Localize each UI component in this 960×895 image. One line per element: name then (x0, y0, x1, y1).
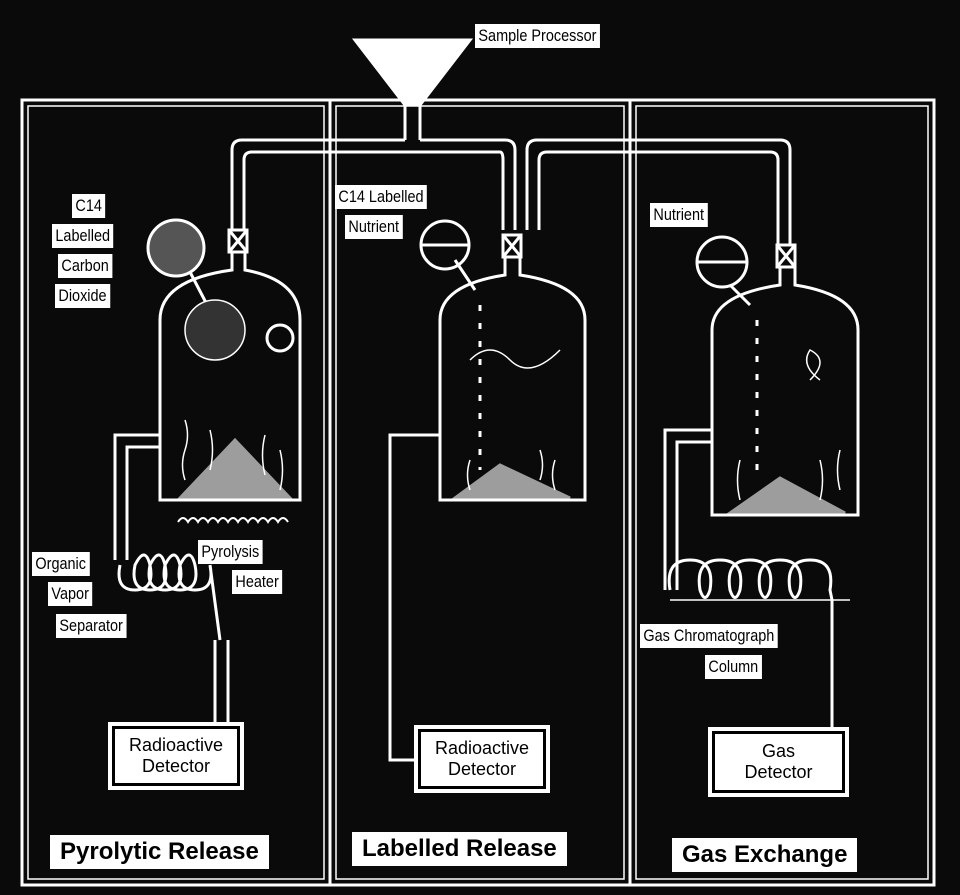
valve (501, 233, 523, 259)
labelled-label: Labelled (52, 224, 114, 248)
outer-frame (20, 98, 936, 887)
dioxide-label: Dioxide (55, 284, 110, 308)
pyrolysis-label: Pyrolysis (198, 540, 263, 564)
co2-bulb (146, 218, 206, 278)
detector-text: Radioactive (128, 735, 224, 755)
valve (775, 243, 797, 269)
gas-chromatograph-label: Gas Chromatograph (640, 624, 778, 648)
carbon-label: Carbon (58, 254, 113, 278)
soil-sample (450, 463, 571, 500)
heater-coil (177, 517, 289, 524)
gas-exchange-chamber (710, 267, 860, 517)
gas-detector: Gas Detector (708, 727, 849, 797)
nutrient-label: Nutrient (345, 215, 403, 239)
valve (227, 228, 249, 254)
radioactive-detector-pyrolytic: Radioactive Detector (108, 722, 244, 790)
pyrolytic-chamber (158, 252, 302, 502)
nutrient-label-gex: Nutrient (650, 203, 708, 227)
labelled-release-title: Labelled Release (352, 832, 567, 866)
column-label: Column (705, 655, 762, 679)
detector-text: Detector (744, 762, 813, 782)
detector-text: Detector (447, 759, 517, 779)
separator-label: Separator (56, 614, 127, 638)
sample-processor-label: Sample Processor (475, 24, 600, 48)
soil-sample (176, 437, 294, 500)
radioactive-detector-labelled: Radioactive Detector (414, 725, 550, 793)
c14-labelled-label: C14 Labelled (335, 185, 427, 209)
soil-sample (725, 476, 846, 515)
heater-label: Heater (232, 570, 283, 594)
gas-exchange-title: Gas Exchange (672, 838, 858, 872)
lamp-icon (265, 323, 295, 353)
c14-label: C14 (72, 194, 106, 218)
labelled-chamber (438, 257, 587, 502)
manifold-pipe (230, 138, 517, 230)
gc-column-coil (667, 558, 834, 730)
pyrolytic-release-title: Pyrolytic Release (50, 835, 269, 869)
detector-text: Detector (141, 756, 211, 776)
detector-text: Radioactive (434, 738, 530, 758)
organic-label: Organic (32, 552, 90, 576)
sample-funnel (351, 38, 474, 107)
vapor-separator-coil (117, 553, 222, 641)
vapor-label: Vapor (48, 582, 93, 606)
detector-text: Gas (761, 741, 795, 761)
